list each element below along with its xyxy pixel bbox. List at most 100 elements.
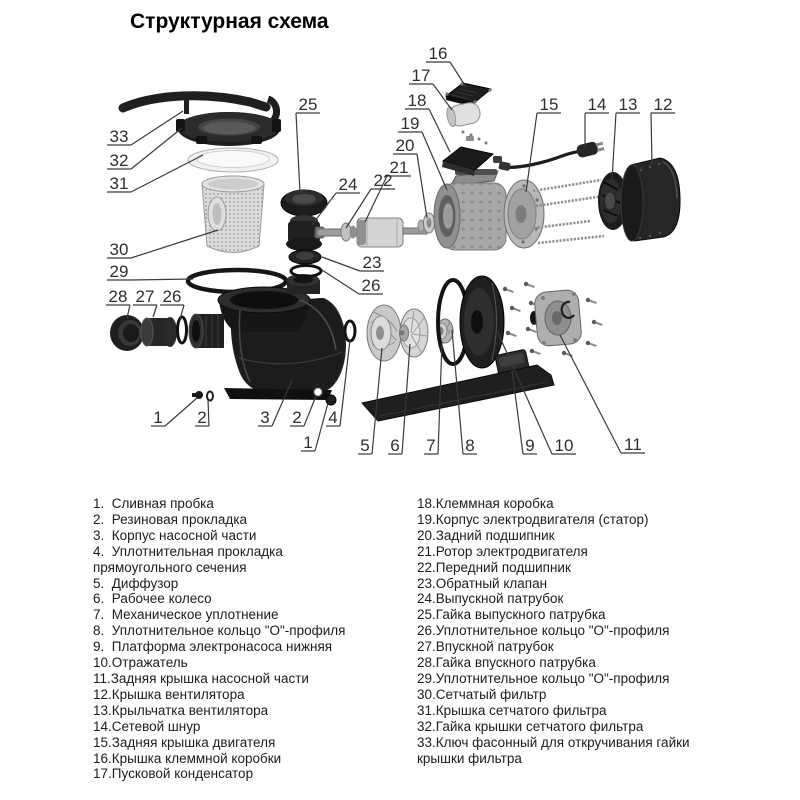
callout-leader-21 <box>364 175 388 223</box>
callout-leader-15 <box>525 112 538 193</box>
callout-7: 7 <box>426 436 435 455</box>
parts-list-item-27: 27.Впускной патрубок <box>417 639 554 655</box>
callout-leader-26 <box>321 269 360 295</box>
parts-list-item-25: 25.Гайка выпускного патрубка <box>417 607 606 623</box>
parts-list-item-4: 4. Уплотнительная прокладка прямоугольно… <box>93 543 283 575</box>
part-capacitor <box>446 102 481 128</box>
parts-list-item-15: 15.Задняя крышка двигателя <box>93 734 276 750</box>
callout-24: 24 <box>339 175 358 194</box>
callout-22: 22 <box>374 171 393 190</box>
callout-leader-29 <box>130 278 194 281</box>
callout-2: 2 <box>197 408 206 427</box>
parts-list-item-3: 3. Корпус насосной части <box>93 527 257 543</box>
callout-3: 3 <box>260 408 269 427</box>
callout-leader-3 <box>271 379 293 427</box>
callout-10: 10 <box>555 436 574 455</box>
part-gasket-4 <box>343 319 357 343</box>
callout-1: 1 <box>153 408 162 427</box>
callout-leader-8 <box>451 329 464 455</box>
callout-leader-32 <box>130 127 183 170</box>
callout-leader-25 <box>295 112 301 194</box>
callout-2: 2 <box>292 408 301 427</box>
callout-leader-27 <box>152 304 158 318</box>
callout-leader-24 <box>311 192 337 226</box>
callout-leader-4 <box>339 339 351 427</box>
callout-16: 16 <box>429 44 448 63</box>
part-power-cord <box>498 141 605 171</box>
callout-6: 6 <box>390 436 399 455</box>
parts-list-item-32: 32.Гайка крышки сетчатого фильтра <box>417 718 644 734</box>
callout-26: 26 <box>362 276 381 295</box>
callout-leader-10 <box>497 332 553 455</box>
callout-14: 14 <box>588 95 607 114</box>
part-terminal-box <box>441 146 502 176</box>
parts-list-item-16: 16.Крышка клеммной коробки <box>93 750 282 766</box>
callout-leader-19 <box>421 131 448 191</box>
callout-25: 25 <box>299 95 318 114</box>
part-filter-cover <box>187 147 279 173</box>
part-diffuser <box>366 304 402 362</box>
callout-18: 18 <box>408 91 427 110</box>
callout-33: 33 <box>110 127 129 146</box>
exploded-diagram: 1617181920212215141312252423263332313029… <box>106 44 681 455</box>
parts-list-item-13: 13.Крыльчатка вентилятора <box>93 702 269 718</box>
parts-list-item-17: 17.Пусковой конденсатор <box>93 766 254 782</box>
callout-15: 15 <box>540 95 559 114</box>
callout-12: 12 <box>654 95 673 114</box>
callout-28: 28 <box>109 287 128 306</box>
parts-list-item-2: 2. Резиновая прокладка <box>93 511 248 527</box>
callout-5: 5 <box>360 436 369 455</box>
parts-list-item-12: 12.Крышка вентилятора <box>93 686 245 702</box>
callout-leader-23 <box>321 256 361 272</box>
parts-list-item-14: 14.Сетевой шнур <box>93 718 201 734</box>
callout-leader-6 <box>401 343 411 455</box>
part-fan-impeller <box>598 172 628 230</box>
parts-list-item-21: 21.Ротор электродвигателя <box>417 543 588 559</box>
page-title: Структурная схема <box>130 10 329 33</box>
callout-11: 11 <box>624 435 642 454</box>
parts-list-item-24: 24.Выпускной патрубок <box>417 591 564 607</box>
callout-1: 1 <box>303 433 312 452</box>
callout-leader-31 <box>130 154 204 193</box>
part-rear-cover-flange <box>530 289 582 347</box>
parts-list-item-20: 20.Задний подшипник <box>417 527 555 543</box>
part-stator <box>433 169 507 251</box>
callout-9: 9 <box>525 436 534 455</box>
callout-leader-28 <box>126 304 131 319</box>
callout-19: 19 <box>401 114 420 133</box>
callout-23: 23 <box>363 253 382 272</box>
callout-leader-2 <box>303 395 317 427</box>
callout-26: 26 <box>163 287 182 306</box>
callout-8: 8 <box>465 436 474 455</box>
callout-leader-22 <box>345 188 372 229</box>
callout-leader-12 <box>650 112 653 166</box>
part-tie-studs <box>532 178 605 245</box>
callout-leader-30 <box>130 229 219 259</box>
callout-21: 21 <box>390 158 409 177</box>
callout-4: 4 <box>328 408 337 427</box>
callout-13: 13 <box>619 95 638 114</box>
callout-30: 30 <box>110 240 129 259</box>
callout-leader-1 <box>164 397 198 427</box>
parts-list-item-19: 19.Корпус электродвигателя (статор) <box>417 511 649 527</box>
part-drain-plugs <box>192 386 337 406</box>
part-pump-housing <box>188 274 346 400</box>
callout-leader-33 <box>130 110 184 146</box>
parts-list-item-5: 5. Диффузор <box>93 575 179 591</box>
callout-leader-13 <box>611 112 617 181</box>
part-rear-motor-cover <box>503 179 545 249</box>
part-inlet-assembly <box>110 315 188 351</box>
part-fan-cover <box>620 157 681 242</box>
callout-leader-20 <box>416 153 428 219</box>
callout-leader-2 <box>207 399 210 427</box>
callout-29: 29 <box>110 262 129 281</box>
part-rotor-assembly <box>314 212 435 248</box>
part-outlet-assembly <box>280 189 328 278</box>
part-impeller <box>399 308 429 358</box>
callout-leader-5 <box>371 347 383 455</box>
callout-27: 27 <box>136 287 155 306</box>
callout-17: 17 <box>412 66 431 85</box>
